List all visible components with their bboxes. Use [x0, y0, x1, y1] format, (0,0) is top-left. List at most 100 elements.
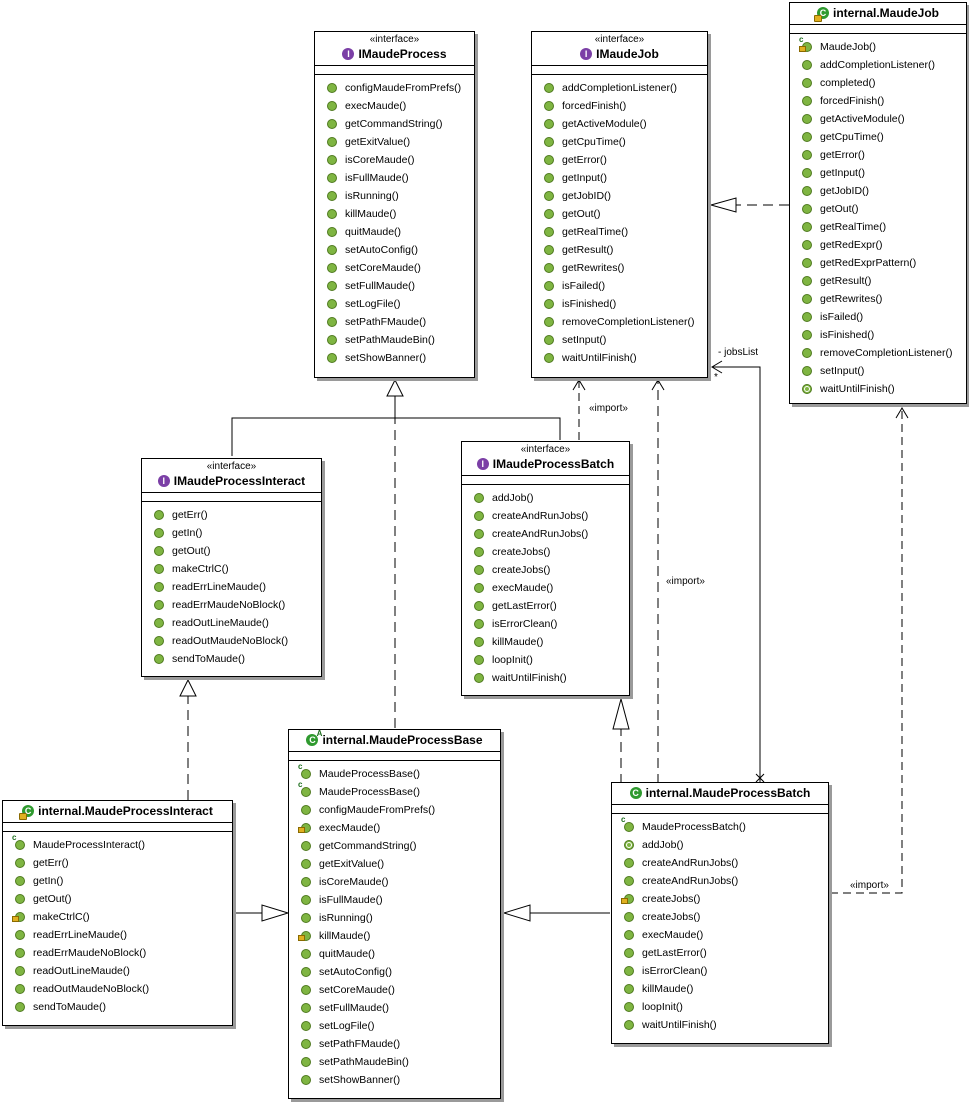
- maudeprocessbatch-class[interactable]: internal.MaudeProcessBatch cMaudeProcess…: [611, 782, 829, 1044]
- operation-name: makeCtrlC(): [172, 563, 229, 575]
- import-arrowhead: [895, 407, 909, 419]
- imaudejob-interface[interactable]: «interface» IMaudeJob addCompletionListe…: [531, 31, 708, 378]
- public-method-icon: [12, 912, 25, 922]
- attribute-compartment: [612, 805, 828, 814]
- operation-item: loopInit(): [462, 651, 629, 669]
- public-method-icon: c: [12, 834, 25, 850]
- public-method-icon: [154, 618, 164, 628]
- public-method-icon: [624, 984, 634, 994]
- public-method-icon: [327, 245, 337, 255]
- stereotype-label: «interface»: [520, 444, 571, 455]
- operation-name: isFinished(): [562, 298, 617, 310]
- operation-name: setPathMaudeBin(): [319, 1056, 409, 1068]
- import-connector-job: [830, 408, 903, 894]
- lock-icon: [813, 15, 822, 22]
- operation-item: getCommandString(): [315, 115, 474, 133]
- operation-name: isFailed(): [562, 280, 606, 292]
- public-method-icon: [544, 299, 554, 309]
- operation-name: setLogFile(): [345, 298, 401, 310]
- imaudeprocessinteract-interface[interactable]: «interface» IMaudeProcessInteract getErr…: [141, 458, 322, 677]
- public-method-icon: [802, 294, 812, 304]
- association-end-mark: [755, 773, 765, 783]
- operation-name: getErr(): [172, 509, 208, 521]
- public-method-icon: [301, 1003, 311, 1013]
- public-method-icon: [154, 564, 164, 574]
- public-method-icon: [301, 895, 311, 905]
- operation-name: addJob(): [642, 839, 684, 851]
- public-method-icon: [802, 132, 812, 142]
- operation-name: readErrMaudeNoBlock(): [172, 599, 286, 611]
- operation-item: isCoreMaude(): [315, 151, 474, 169]
- operation-name: getOut(): [172, 545, 211, 557]
- association-role-label: - jobsList: [718, 347, 759, 358]
- public-method-icon: [802, 114, 812, 124]
- operation-name: killMaude(): [642, 983, 694, 995]
- operation-item: getExitValue(): [289, 855, 500, 873]
- operation-item: getExitValue(): [315, 133, 474, 151]
- public-method-icon: [624, 966, 634, 976]
- operation-item: setPathFMaude(): [289, 1035, 500, 1053]
- public-method-icon: [544, 101, 554, 111]
- operation-item: getRewrites(): [532, 259, 707, 277]
- maudeprocessinteract-header: internal.MaudeProcessInteract: [3, 801, 232, 823]
- operation-name: setPathFMaude(): [319, 1038, 401, 1050]
- attribute-compartment: [289, 752, 500, 761]
- public-method-icon: [474, 529, 484, 539]
- operation-name: createAndRunJobs(): [492, 528, 589, 540]
- imaudeprocessbatch-header: «interface» IMaudeProcessBatch: [462, 442, 629, 476]
- operation-name: isFinished(): [820, 329, 875, 341]
- operation-item: getIn(): [3, 872, 232, 890]
- operation-item: createJobs(): [462, 543, 629, 561]
- operation-name: getCpuTime(): [562, 136, 626, 148]
- operation-item: getLastError(): [612, 944, 828, 962]
- maudeprocessbase-class[interactable]: Ainternal.MaudeProcessBase cMaudeProcess…: [288, 729, 501, 1099]
- operation-item: killMaude(): [462, 633, 629, 651]
- operation-name: removeCompletionListener(): [562, 316, 695, 328]
- class-name: internal.MaudeProcessBatch: [645, 786, 811, 800]
- operation-name: removeCompletionListener(): [820, 347, 953, 359]
- operation-name: getOut(): [33, 893, 72, 905]
- operation-item: getRealTime(): [790, 218, 966, 236]
- stereotype-label: «interface»: [369, 34, 420, 45]
- operation-name: getRedExpr(): [820, 239, 883, 251]
- public-method-icon: [544, 137, 554, 147]
- public-method-icon: [802, 312, 812, 322]
- operation-item: addCompletionListener(): [790, 56, 966, 74]
- operation-name: createAndRunJobs(): [492, 510, 589, 522]
- operation-name: getCommandString(): [345, 118, 443, 130]
- operation-item: readErrLineMaude(): [3, 926, 232, 944]
- public-method-icon: [298, 931, 311, 941]
- public-method-icon: [301, 1021, 311, 1031]
- public-method-icon: [301, 949, 311, 959]
- operation-item: setShowBanner(): [289, 1071, 500, 1089]
- public-method-icon: [327, 155, 337, 165]
- operation-item: getErr(): [142, 506, 321, 524]
- operation-name: getError(): [820, 149, 865, 161]
- operation-name: getRealTime(): [562, 226, 629, 238]
- maudeprocessinteract-class[interactable]: internal.MaudeProcessInteract cMaudeProc…: [2, 800, 233, 1026]
- operation-name: isCoreMaude(): [345, 154, 415, 166]
- public-method-icon: [624, 912, 634, 922]
- import-arrowhead: [651, 379, 665, 391]
- public-method-icon: [802, 258, 812, 268]
- operation-name: sendToMaude(): [172, 653, 245, 665]
- operation-item: getError(): [532, 151, 707, 169]
- imaudejob-header: «interface» IMaudeJob: [532, 32, 707, 66]
- operation-item: execMaude(): [289, 819, 500, 837]
- imaudeprocess-interface[interactable]: «interface» IMaudeProcess configMaudeFro…: [314, 31, 475, 378]
- association-connector-jobslist: [712, 366, 761, 782]
- imaudeprocessbatch-interface[interactable]: «interface» IMaudeProcessBatch addJob()c…: [461, 441, 630, 696]
- public-method-icon: [474, 637, 484, 647]
- interface-name: IMaudeProcess: [358, 47, 447, 61]
- operation-item: createJobs(): [612, 908, 828, 926]
- maudejob-class[interactable]: internal.MaudeJob cMaudeJob()addCompleti…: [789, 2, 967, 404]
- operation-name: getExitValue(): [319, 858, 385, 870]
- public-method-icon: [327, 227, 337, 237]
- public-method-icon: [624, 930, 634, 940]
- operation-name: isErrorClean(): [492, 618, 558, 630]
